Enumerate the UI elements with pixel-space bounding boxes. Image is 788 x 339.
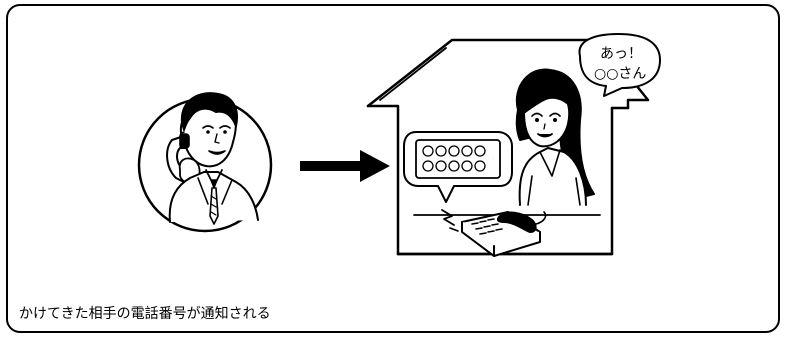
caption: かけてきた相手の電話番号が通知される <box>19 306 271 322</box>
woman <box>515 68 595 206</box>
speech-bubble: あっ！ ○○さん <box>578 33 661 97</box>
caller-portrait <box>137 92 273 233</box>
speech-bubble-line1: あっ！ <box>600 46 642 62</box>
phone-display-bubble <box>403 131 513 203</box>
speech-bubble-line2: ○○さん <box>594 66 646 82</box>
telephone-icon <box>441 209 547 257</box>
arrow-icon <box>300 150 390 182</box>
caller-number-display <box>422 145 494 172</box>
illustration-frame <box>6 4 780 333</box>
